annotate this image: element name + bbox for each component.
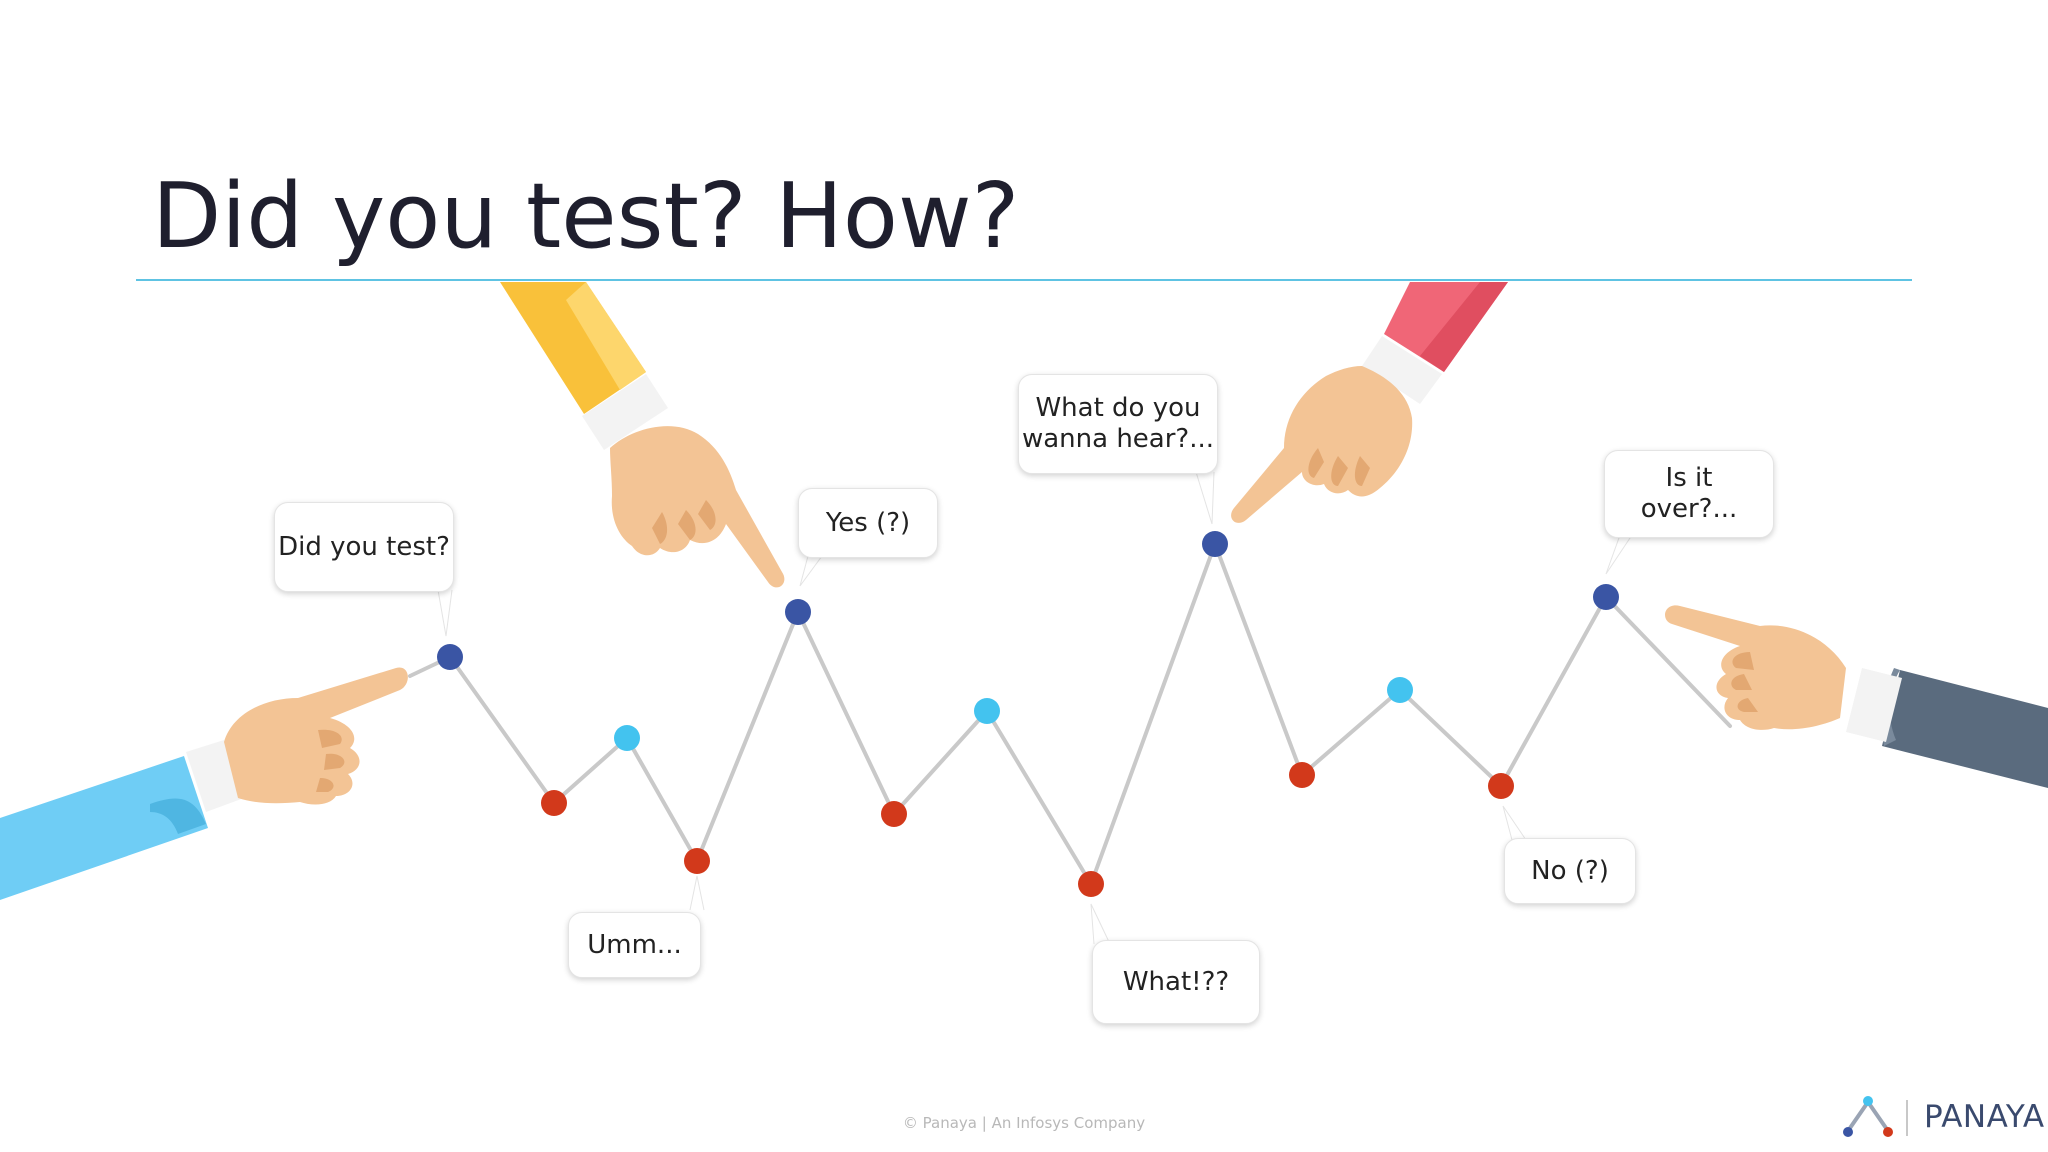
- pointing-hand-top-icon: [500, 282, 785, 588]
- bubble-tail-what-hear: [1195, 471, 1215, 525]
- footer-copyright: © Panaya | An Infosys Company: [902, 1114, 1146, 1132]
- speech-bubble-umm: Umm...: [568, 912, 701, 978]
- node-red: [1488, 773, 1514, 799]
- node-red: [1289, 762, 1315, 788]
- pointing-hand-right-icon: [1665, 605, 2048, 788]
- brand-name: PANAYA: [1924, 1099, 2045, 1135]
- speech-bubble-did-you-test: Did you test?: [274, 502, 454, 592]
- speech-bubble-no: No (?): [1504, 838, 1636, 904]
- bubble-tail-yes: [799, 555, 823, 587]
- brand-divider: [1906, 1100, 1908, 1136]
- zigzag-line: [408, 542, 1732, 886]
- bubble-tail-umm: [689, 875, 705, 911]
- node-red: [684, 848, 710, 874]
- pointing-hand-top-right-icon: [1231, 282, 1508, 523]
- node-blue: [1593, 584, 1619, 610]
- speech-bubble-what: What!??: [1092, 940, 1260, 1024]
- node-red: [881, 801, 907, 827]
- bubble-tail-did-you-test: [437, 589, 453, 637]
- pointing-hand-left-icon: [0, 667, 408, 900]
- node-red: [541, 790, 567, 816]
- panaya-logo-icon: [1843, 1096, 1893, 1137]
- node-cyan: [1387, 677, 1413, 703]
- zigzag-nodes: [437, 531, 1619, 897]
- speech-bubble-what-do-you-wanna-hear: What do you wanna hear?...: [1018, 374, 1218, 474]
- node-cyan: [974, 698, 1000, 724]
- slide-title: Did you test? How?: [152, 164, 1020, 269]
- node-blue: [785, 599, 811, 625]
- node-blue: [1202, 531, 1228, 557]
- node-blue: [437, 644, 463, 670]
- node-cyan: [614, 725, 640, 751]
- bubble-tail-no: [1502, 805, 1527, 841]
- node-red: [1078, 871, 1104, 897]
- bubble-tail-is-it-over: [1605, 534, 1633, 575]
- speech-bubble-is-it-over: Is it over?...: [1604, 450, 1774, 538]
- title-underline: [136, 279, 1912, 281]
- bubble-tail-what: [1090, 903, 1111, 945]
- speech-bubble-yes: Yes (?): [798, 488, 938, 558]
